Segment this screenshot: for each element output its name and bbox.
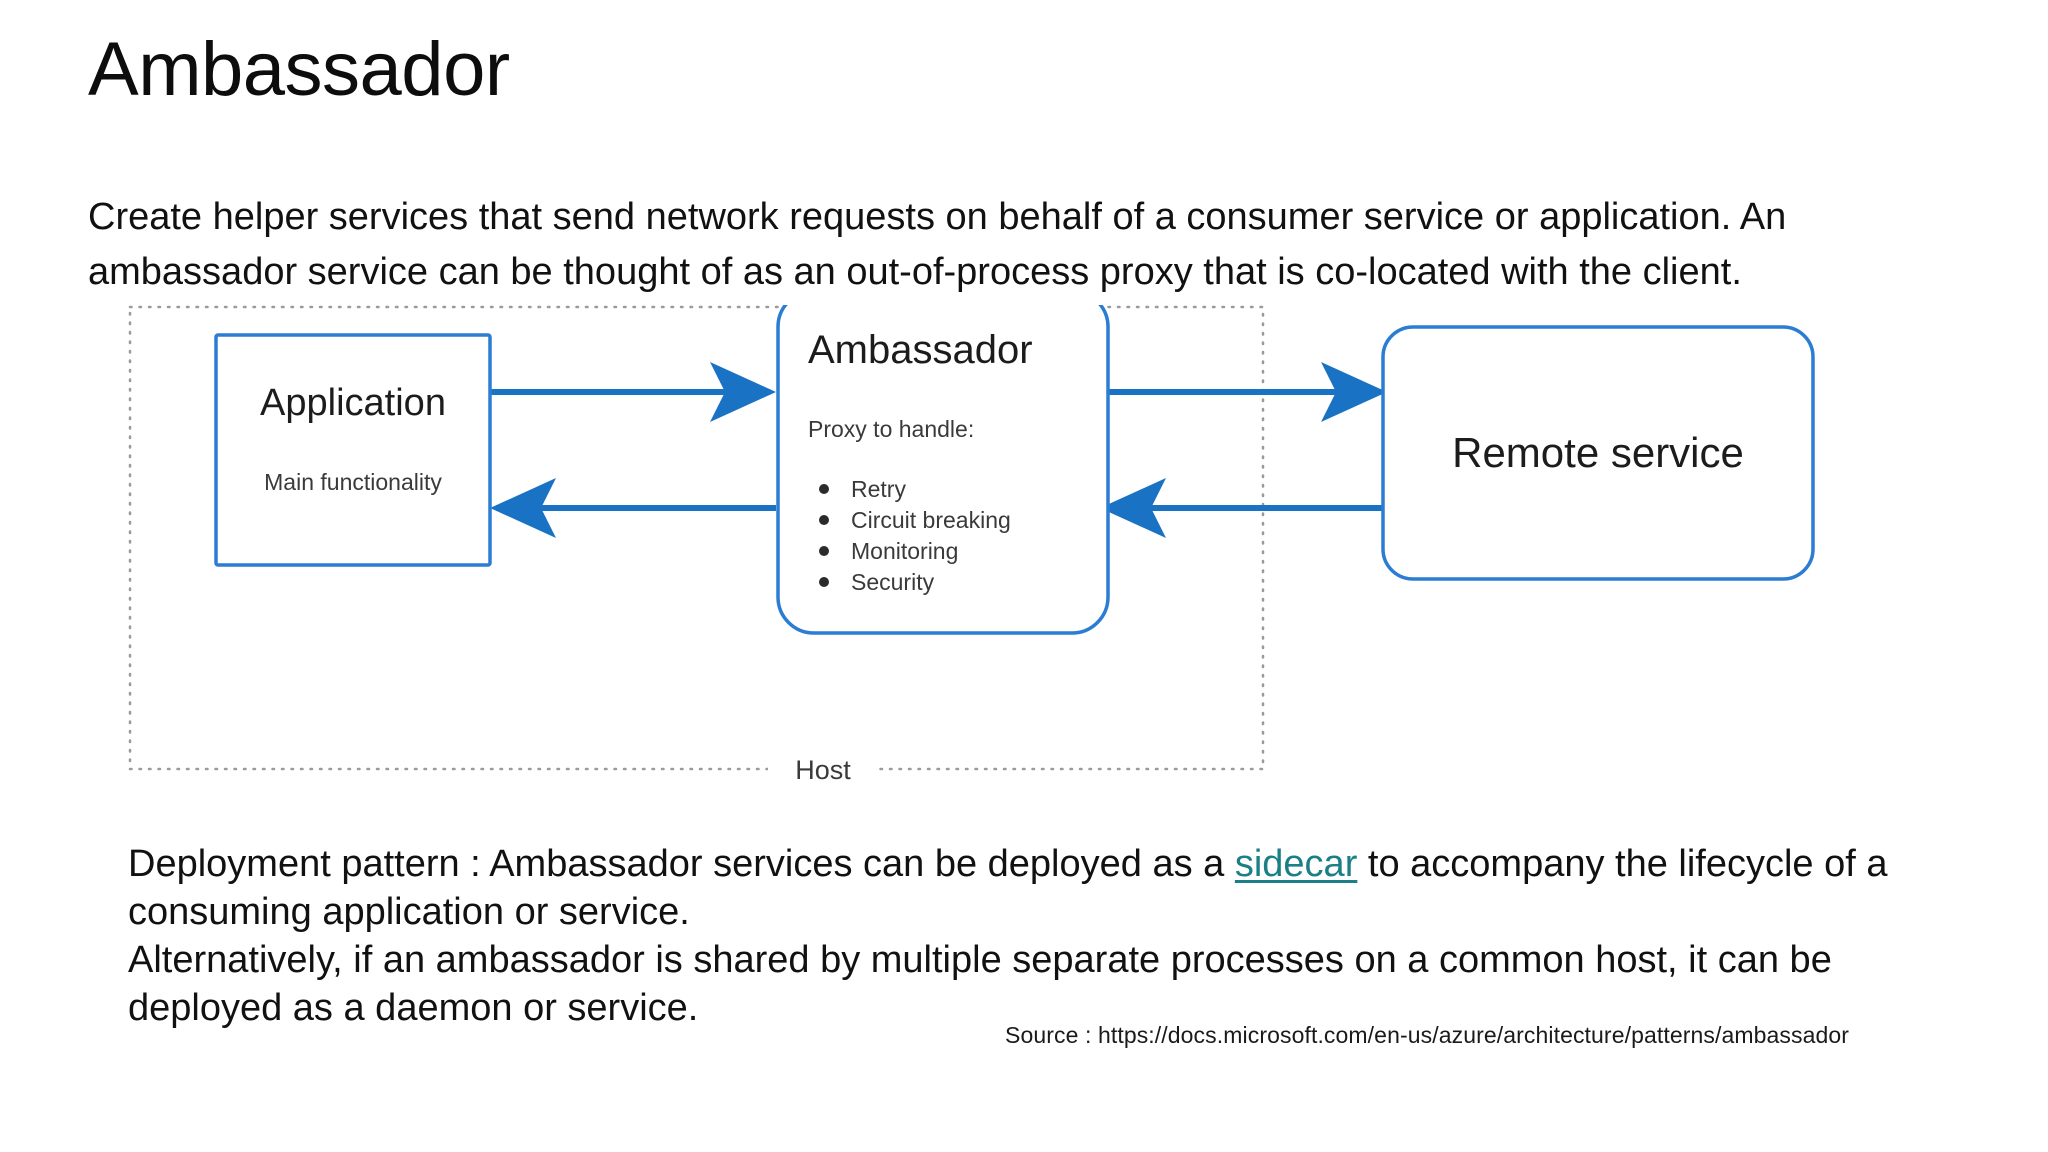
remote-service-title: Remote service <box>1452 429 1744 476</box>
deployment-text-after-link: to accompany the lifecycle of a consumin… <box>128 843 1888 933</box>
bullet-marker <box>819 515 829 525</box>
page-title: Ambassador <box>88 27 510 112</box>
application-title: Application <box>260 382 446 424</box>
ambassador-bullet-0: Retry <box>851 476 906 502</box>
ambassador-title: Ambassador <box>808 328 1033 372</box>
source-citation: Source : https://docs.microsoft.com/en-u… <box>1005 1022 1850 1048</box>
bullet-marker <box>819 577 829 587</box>
alternative-paragraph: Alternatively, if an ambassador is share… <box>128 939 1832 1029</box>
ambassador-bullet-1: Circuit breaking <box>851 507 1011 533</box>
application-box <box>214 333 492 567</box>
bullet-marker <box>819 546 829 556</box>
application-subtitle: Main functionality <box>264 469 442 495</box>
ambassador-bullet-3: Security <box>851 569 935 595</box>
deployment-text-before-link: Deployment pattern : Ambassador services… <box>128 843 1235 885</box>
ambassador-box <box>776 305 1110 635</box>
remote-service-box <box>1381 325 1815 581</box>
intro-paragraph: Create helper services that send network… <box>88 196 1787 293</box>
deployment-pattern-paragraph: Deployment pattern : Ambassador services… <box>128 840 1958 936</box>
bullet-marker <box>819 484 829 494</box>
host-label: Host <box>795 755 851 785</box>
ambassador-pattern-diagram: Application Main functionality Ambassado… <box>128 305 1928 805</box>
body-text-block: Deployment pattern : Ambassador services… <box>128 840 1958 1032</box>
ambassador-subtitle: Proxy to handle: <box>808 416 974 442</box>
ambassador-bullet-2: Monitoring <box>851 538 958 564</box>
sidecar-link[interactable]: sidecar <box>1234 843 1358 885</box>
